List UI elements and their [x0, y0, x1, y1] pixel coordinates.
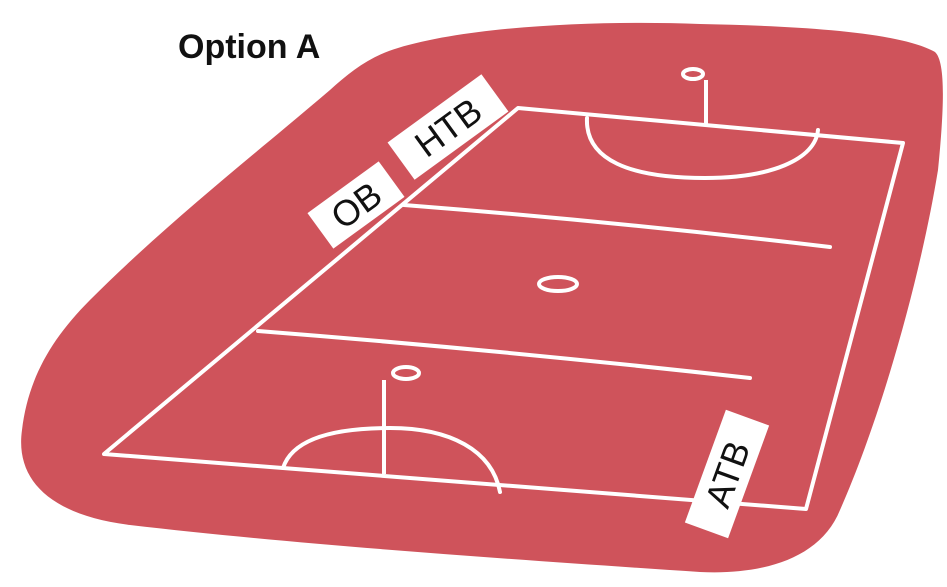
court-lines	[102, 106, 905, 511]
near-post-ring	[391, 365, 421, 381]
diagram-title: Option A	[178, 28, 321, 66]
far-goal-post	[681, 67, 708, 126]
far-goal-circle	[584, 116, 820, 180]
court-surround	[21, 22, 943, 573]
court-boundary	[102, 106, 905, 511]
sign-ob-panel	[307, 161, 405, 249]
third-line-upper	[402, 203, 832, 249]
far-post-ring	[681, 67, 705, 81]
near-goal-circle	[281, 426, 502, 494]
third-line-lower	[256, 329, 752, 380]
sign-htb-panel	[387, 74, 509, 180]
sign-atb-panel	[684, 409, 770, 539]
centre-circle	[537, 275, 579, 293]
near-goal-post	[382, 365, 421, 474]
